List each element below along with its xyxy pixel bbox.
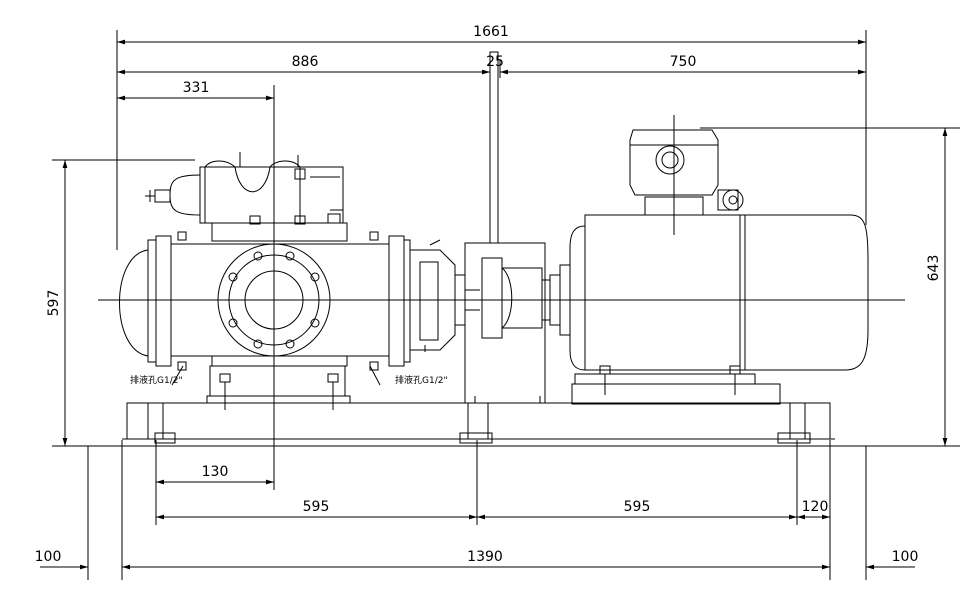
drain-note-right: 排液孔G1/2": [395, 374, 448, 386]
coupling-guard: [464, 51, 561, 404]
dim-height-motor: 643: [926, 255, 942, 282]
pump-upper-casing: [145, 152, 344, 224]
terminal-box: [629, 129, 744, 216]
drain-note-left: 排液孔G1/2": [130, 374, 183, 386]
dimension-lines: [40, 39, 948, 570]
dim-height-pump: 597: [46, 290, 62, 317]
pump-end-cover: [410, 239, 480, 352]
dim-overall-length: 1661: [473, 24, 509, 40]
dim-right-clearance: 100: [892, 549, 919, 565]
dim-left-clearance: 100: [35, 549, 62, 565]
extension-lines: [52, 30, 960, 580]
dim-motor-length: 750: [670, 54, 697, 70]
dim-base-span-right: 595: [624, 499, 651, 515]
dim-foot-offset: 130: [202, 464, 229, 480]
base-frame: [122, 402, 835, 444]
dim-base-length: 1390: [467, 549, 503, 565]
dim-pump-length: 886: [292, 54, 319, 70]
pump-support: [206, 365, 351, 410]
dim-base-span-left: 595: [303, 499, 330, 515]
dim-base-right-offset: 120: [802, 499, 829, 515]
dim-coupling-gap: 25: [486, 54, 504, 70]
electric-motor: [559, 214, 869, 405]
pump-body: [119, 215, 411, 371]
dim-inlet-offset: 331: [183, 80, 210, 96]
inlet-flange: [217, 243, 331, 357]
